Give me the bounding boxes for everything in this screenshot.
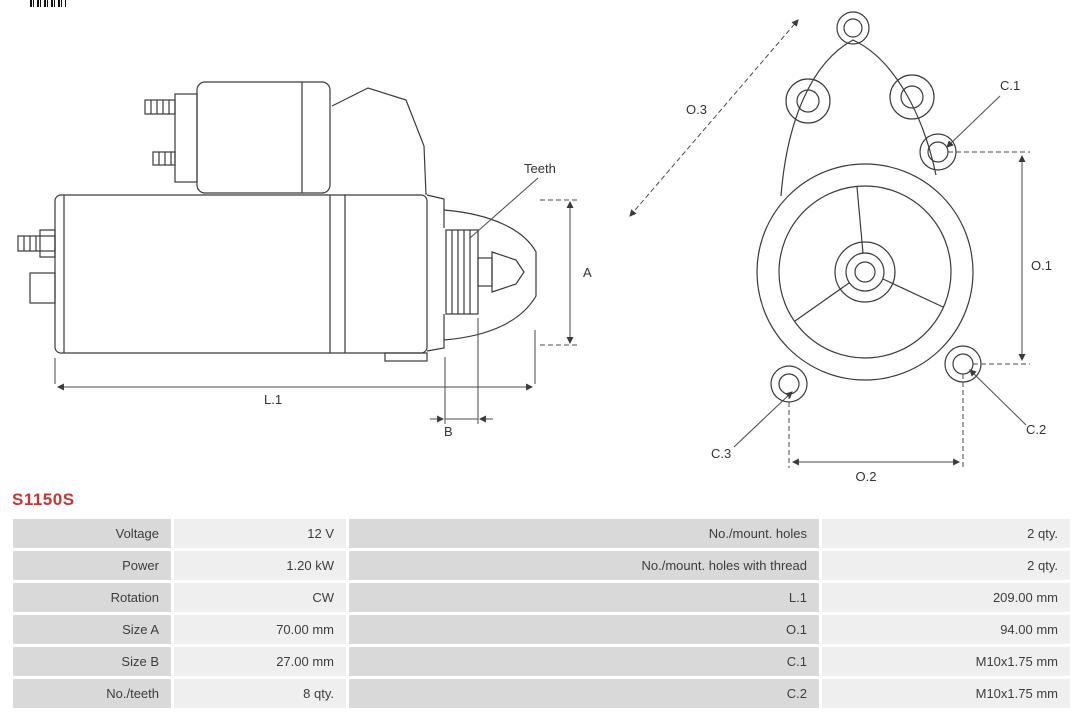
spec-label: Size B [13, 647, 171, 676]
spec-value: 12 V [174, 519, 346, 548]
technical-diagram: Teeth A L.1 B [17, 11, 1052, 484]
dimension-line-o3 [629, 19, 799, 217]
spec-label: No./mount. holes with thread [349, 551, 819, 580]
side-view-dimensions [54, 177, 578, 424]
motor-body [54, 194, 428, 354]
spec-label: Rotation [13, 583, 171, 612]
pinion-gear [445, 229, 479, 315]
c2-leader-line [969, 369, 1027, 426]
c3-leader-line [733, 391, 793, 448]
spec-value: M10x1.75 mm [822, 679, 1070, 708]
spec-label: Power [13, 551, 171, 580]
spec-label: Voltage [13, 519, 171, 548]
spec-value: 2 qty. [822, 519, 1070, 548]
spec-label: Size A [13, 615, 171, 644]
spec-label: C.1 [349, 647, 819, 676]
spec-value: 70.00 mm [174, 615, 346, 644]
spec-value: 8 qty. [174, 679, 346, 708]
solenoid [196, 81, 331, 194]
spec-label: No./teeth [13, 679, 171, 708]
top-housing-arch [780, 39, 937, 197]
mount-hole-c2 [952, 353, 974, 375]
mount-hole-c3 [778, 373, 800, 395]
spec-row-size-a: Size A 70.00 mm O.1 94.00 mm [13, 615, 1070, 644]
spec-value: CW [174, 583, 346, 612]
dim-b-label: B [444, 424, 453, 439]
spec-value: 94.00 mm [822, 615, 1070, 644]
barcode-mark [30, 0, 66, 7]
motor-face-outline [756, 163, 974, 381]
teeth-leader-line [469, 177, 539, 239]
mounting-foot [384, 352, 428, 362]
part-number: S1150S [12, 490, 75, 509]
dim-l1-label: L.1 [264, 392, 282, 407]
spec-row-voltage: Voltage 12 V No./mount. holes 2 qty. [13, 519, 1070, 548]
dim-o1-label: O.1 [1031, 258, 1052, 273]
spec-label: C.2 [349, 679, 819, 708]
spec-label: No./mount. holes [349, 519, 819, 548]
upper-left-bolt-hole [796, 89, 820, 113]
spec-value: M10x1.75 mm [822, 647, 1070, 676]
spec-label: L.1 [349, 583, 819, 612]
spec-row-rotation: Rotation CW L.1 209.00 mm [13, 583, 1070, 612]
dim-o2-label: O.2 [856, 469, 877, 484]
dim-c3-label: C.3 [711, 446, 731, 461]
spec-row-power: Power 1.20 kW No./mount. holes with thre… [13, 551, 1070, 580]
side-view-drawing [17, 81, 537, 362]
c1-leader-line [946, 95, 1001, 148]
mount-hole-c1 [927, 141, 949, 163]
top-tab-hole [843, 18, 863, 38]
spec-value: 209.00 mm [822, 583, 1070, 612]
spec-value: 2 qty. [822, 551, 1070, 580]
dim-a-label: A [583, 265, 592, 280]
upper-right-bolt-hole [900, 85, 924, 109]
spec-label: O.1 [349, 615, 819, 644]
front-view-dimensions [629, 19, 1030, 468]
front-view-drawing [756, 11, 982, 403]
dim-o3-label: O.3 [686, 102, 707, 117]
teeth-label: Teeth [524, 161, 556, 176]
spec-value: 1.20 kW [174, 551, 346, 580]
spec-table: Voltage 12 V No./mount. holes 2 qty. Pow… [10, 516, 1073, 711]
dim-c2-label: C.2 [1026, 422, 1046, 437]
spec-value: 27.00 mm [174, 647, 346, 676]
dim-c1-label: C.1 [1000, 78, 1020, 93]
spec-row-size-b: Size B 27.00 mm C.1 M10x1.75 mm [13, 647, 1070, 676]
spec-row-teeth: No./teeth 8 qty. C.2 M10x1.75 mm [13, 679, 1070, 708]
